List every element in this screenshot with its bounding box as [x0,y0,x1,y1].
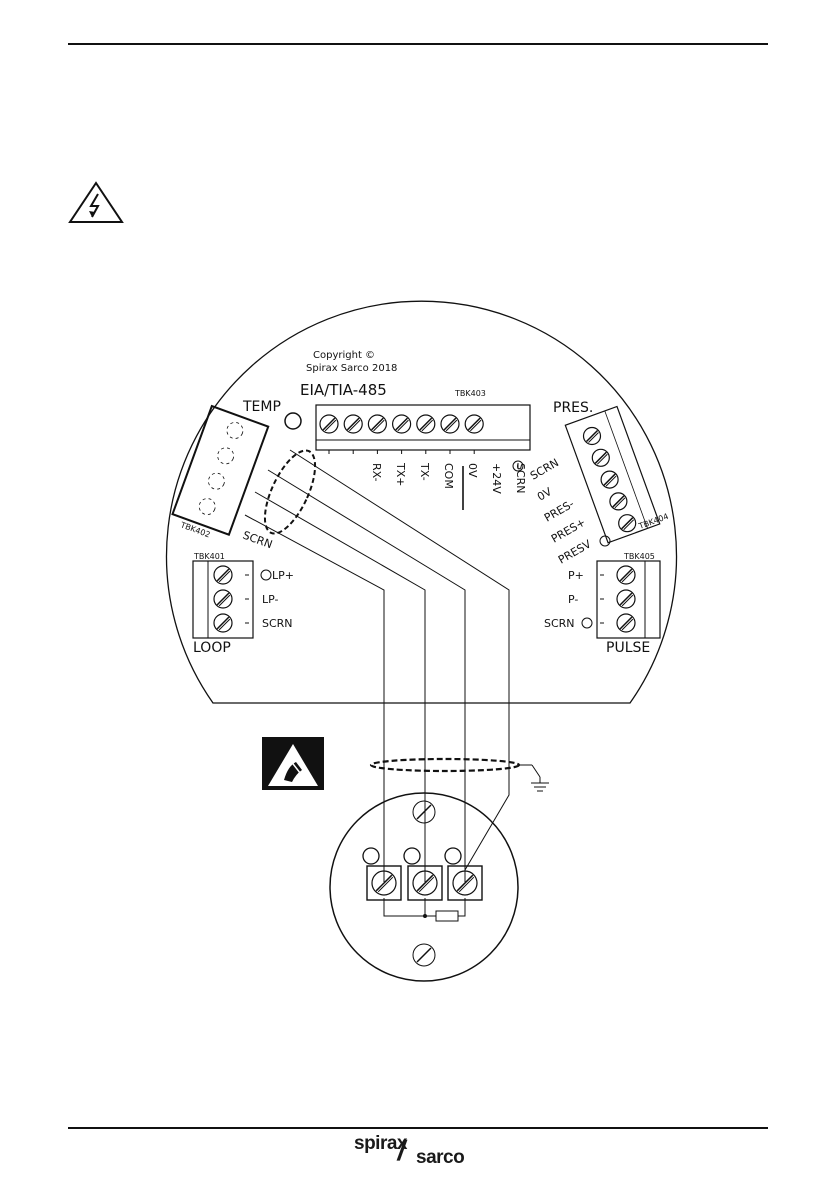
pulse-terminal-label: SCRN [544,617,575,630]
tbk403-screw [368,415,386,433]
note-1-icon [600,536,610,546]
tbk403-screws [320,415,483,454]
tbk403-screw [344,415,362,433]
tbk404-screws [584,428,636,532]
copyright-line1: Copyright © [313,350,375,361]
pulse-terminal-label: P+ [568,569,584,582]
rs485-terminal-label: 0V [466,463,479,478]
spirax-sarco-logo: spirax / sarco [354,1133,494,1173]
tbk403-label: TBK403 [454,389,486,398]
tbk405-screw [617,566,635,584]
device-mount-screw-bottom [413,944,435,966]
note-1-icon [582,618,592,628]
loop-label: LOOP [193,640,231,656]
device-terminal [408,866,442,900]
device-terminal [448,866,482,900]
device-terminal [367,866,401,900]
rs485-terminal-label: TX- [418,462,431,481]
eia-label: EIA/TIA-485 [300,381,387,399]
footer-rule [68,1127,768,1129]
tbk404-screw [592,449,609,466]
rs485-terminal-label: +24V [490,463,503,494]
rs485-terminal-label: TX+ [394,462,407,486]
pulse-terminal-label: P- [568,593,578,606]
tbk403-screw [441,415,459,433]
electrical-hazard-icon [70,183,122,222]
pres-terminal-label: SCRN [528,456,561,483]
pulse-label: PULSE [606,640,650,656]
earth-ground-icon [519,765,549,791]
tbk401-screw [214,566,232,584]
loop-terminal-label: LP- [262,593,279,606]
board-outline [167,301,677,703]
tbk404-screw [619,515,636,532]
cable-wires [245,450,509,882]
rs485-terminal-label: RX- [370,463,383,482]
cable-screen-mid [371,759,519,771]
tbk403-screw [320,415,338,433]
tbk401-label: TBK401 [193,552,225,561]
tbk401-screw [214,614,232,632]
termination-resistor [384,898,465,921]
tbk404-label: TBK404 [637,512,670,531]
pres-label: PRES. [553,400,593,416]
temp-indicator [285,413,301,429]
tbk405-screw [617,614,635,632]
loop-terminal-label: SCRN [262,617,293,630]
note-1-icon [261,570,271,580]
rs485-terminal-label: COM [442,463,455,489]
device-indicators [363,848,461,864]
tbk403-screw [417,415,435,433]
pres-terminal-label: 0V [535,485,554,504]
tbk405-screws [600,566,635,632]
temp-scrn-label: SCRN [241,529,274,552]
tbk403-screw [465,415,483,433]
tbk401-screw [214,590,232,608]
tbk405-label: TBK405 [623,552,655,561]
loop-terminal-label: LP+ [272,569,294,582]
tbk404-screw [601,471,618,488]
tbk404-screw [584,428,601,445]
tbk404-screw [610,493,627,510]
esd-warning-icon [262,737,324,790]
device-terminals [367,866,482,900]
rs485-terminal-label: SCRN [514,463,527,494]
logo-word-sarco: sarco [416,1147,464,1169]
tbk401-screws [214,566,249,632]
copyright-line2: Spirax Sarco 2018 [306,363,397,374]
tbk402-terminal-block [173,406,269,535]
tbk405-screw [617,590,635,608]
tbk403-screw [393,415,411,433]
temp-label: TEMP [242,399,281,415]
device-mount-screw-top [413,801,435,823]
